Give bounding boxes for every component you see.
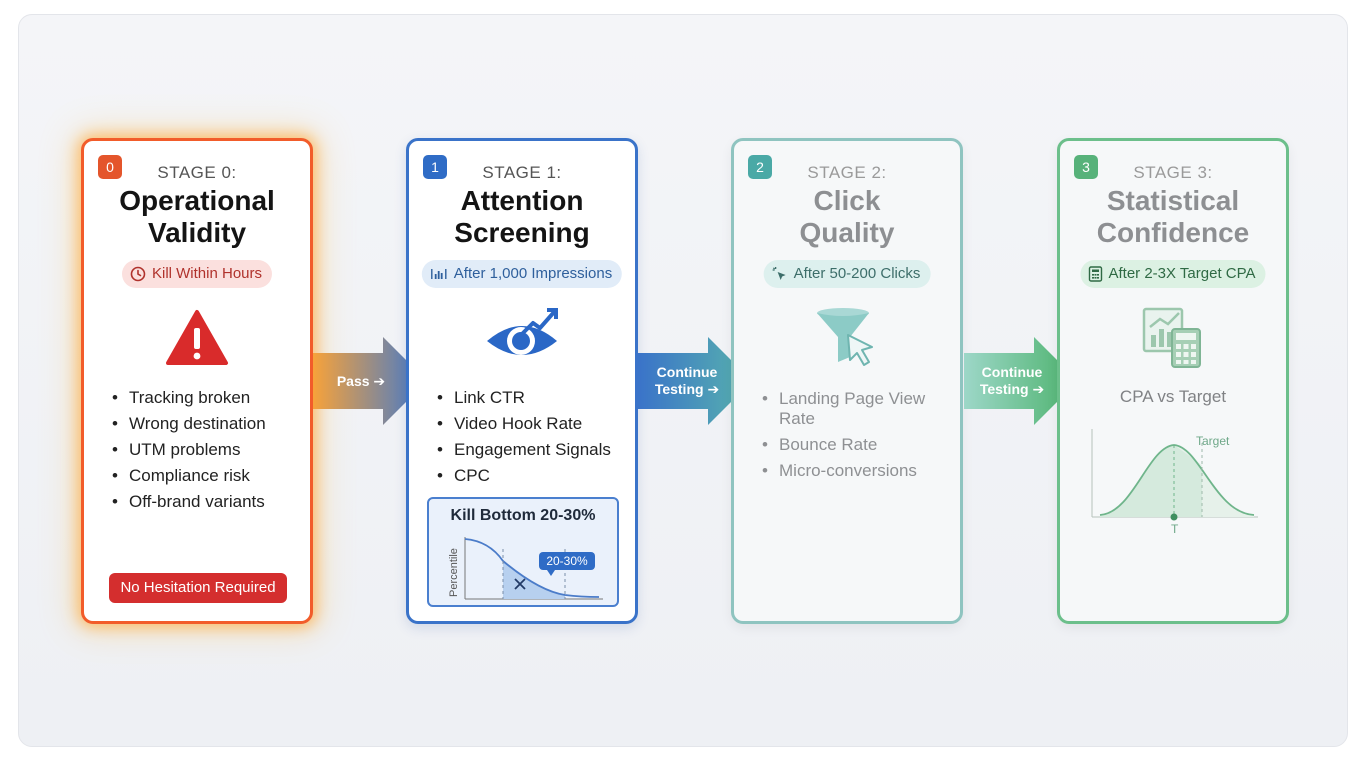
stage-label: STAGE 0: (157, 163, 237, 182)
list-item: Bounce Rate (762, 435, 950, 455)
list-item: Link CTR (437, 385, 625, 411)
stage-number-badge: 2 (748, 155, 772, 179)
pass-arrow (313, 337, 427, 425)
pass-label: Pass ➔ (336, 373, 386, 389)
cursor-click-icon (772, 267, 786, 280)
list-item: UTM problems (112, 437, 300, 463)
timing-pill: Kill Within Hours (121, 260, 273, 288)
cpa-vs-target-label: CPA vs Target (1119, 387, 1227, 406)
metric-list: Link CTR Video Hook Rate Engagement Sign… (437, 385, 625, 489)
stage-number-badge: 3 (1074, 155, 1098, 179)
t-axis-label: T (1171, 522, 1179, 536)
list-item: Off-brand variants (112, 489, 300, 515)
list-item: Tracking broken (112, 385, 300, 411)
target-label: Target (1196, 434, 1230, 448)
stage-label: STAGE 3: (1133, 163, 1213, 182)
stage-title: Attention Screening (454, 185, 590, 248)
metric-list: Landing Page View Rate Bounce Rate Micro… (762, 389, 950, 487)
chart-calculator-icon (1142, 307, 1201, 368)
clock-icon (130, 266, 146, 282)
stage-label: STAGE 2: (807, 163, 887, 182)
continue-arrow-1 (638, 337, 752, 425)
stage-3-card: 3 STAGE 3: Statistical Confidence After … (1057, 138, 1289, 624)
kill-title: Kill Bottom 20-30% (450, 507, 596, 524)
stage-title: Statistical Confidence (1096, 185, 1250, 248)
callout-label: 20-30% (546, 554, 588, 568)
y-axis-label: Percentile (448, 548, 460, 597)
funnel-cursor-icon (817, 308, 873, 366)
kill-bottom-box: Kill Bottom 20-30% Percentile 20-30% (427, 497, 619, 607)
continue-arrow-2 (964, 337, 1078, 425)
list-item: Compliance risk (112, 463, 300, 489)
stage-title: Click Quality (799, 185, 895, 248)
continue-label-1: Continue Testing ➔ (654, 364, 720, 397)
stage-0-card: 0 STAGE 0: Operational Validity Kill Wit… (81, 138, 313, 624)
list-item: Wrong destination (112, 411, 300, 437)
check-list: Tracking broken Wrong destination UTM pr… (112, 385, 300, 515)
calculator-icon (1088, 266, 1103, 282)
timing-pill: After 50-200 Clicks (763, 260, 931, 288)
list-item: Micro-conversions (762, 461, 950, 481)
stage-1-card: 1 STAGE 1: Attention Screening After 1,0… (406, 138, 638, 624)
percentile-curve-graphic: Percentile 20-30% (448, 537, 603, 600)
distribution-curve: Target T (1091, 429, 1258, 536)
list-item: Video Hook Rate (437, 411, 625, 437)
list-item: Landing Page View Rate (762, 389, 950, 429)
no-hesitation-badge: No Hesitation Required (109, 573, 287, 603)
continue-label-2: Continue Testing ➔ (979, 364, 1045, 397)
timing-pill: After 2-3X Target CPA (1080, 260, 1266, 288)
stage-title: Operational Validity (119, 185, 275, 248)
timing-pill: After 1,000 Impressions (421, 260, 623, 288)
bar-chart-icon (431, 269, 447, 279)
list-item: Engagement Signals (437, 437, 625, 463)
warning-triangle-icon (166, 310, 228, 365)
list-item: CPC (437, 463, 625, 489)
stage-number-badge: 1 (423, 155, 447, 179)
eye-trend-icon (487, 308, 558, 355)
stage-label: STAGE 1: (482, 163, 562, 182)
stage-2-card: 2 STAGE 2: Click Quality After 50-200 Cl… (731, 138, 963, 624)
stage-number-badge: 0 (98, 155, 122, 179)
